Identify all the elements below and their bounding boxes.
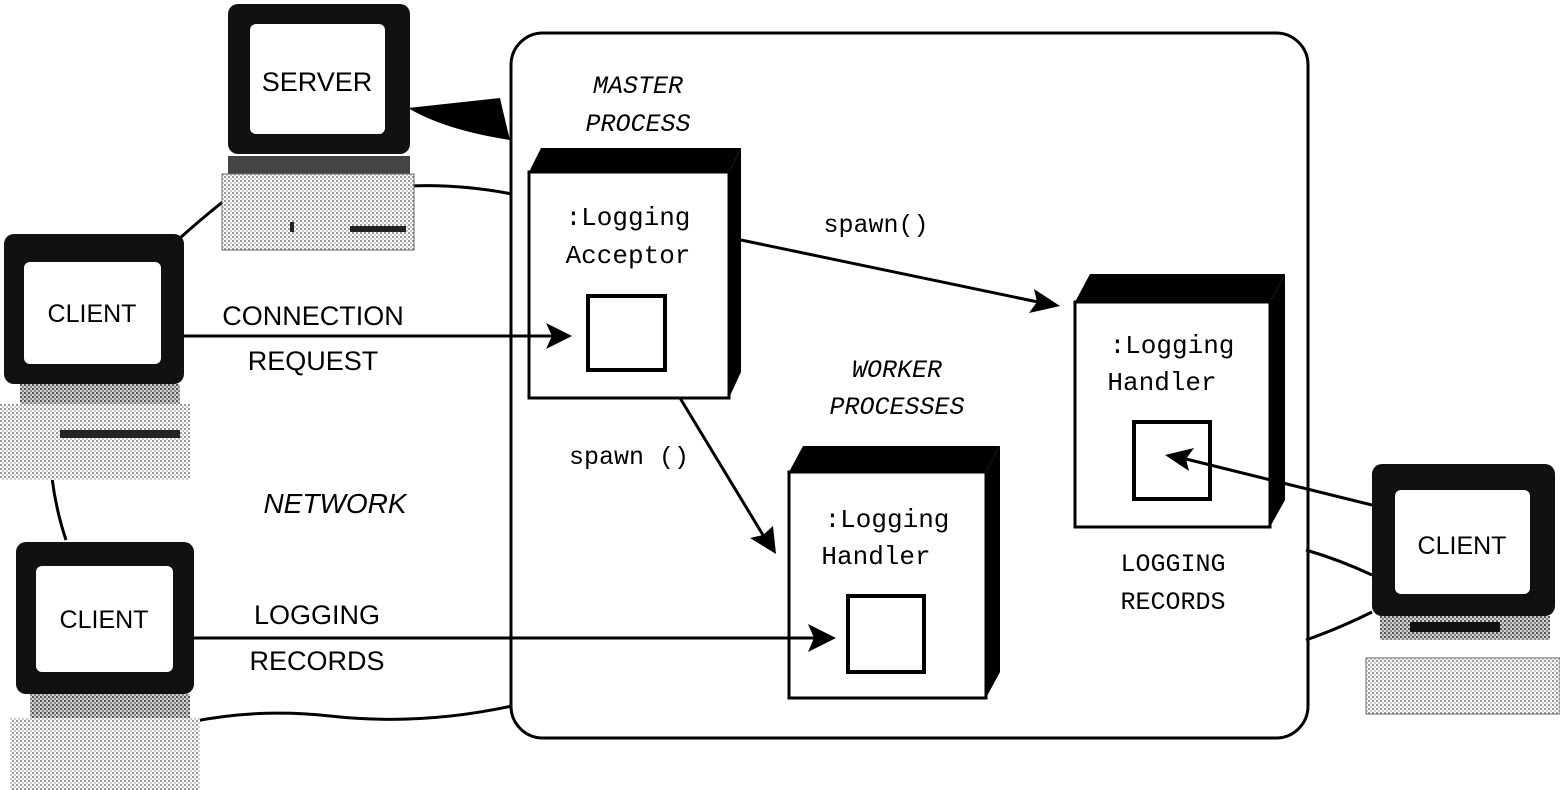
logging-records-right-label-line1: LOGGING — [1120, 550, 1225, 579]
logging-acceptor-box — [527, 148, 741, 400]
link-right-client-upper — [1305, 548, 1373, 577]
worker-handler-port — [846, 594, 926, 674]
network-label: NETWORK — [263, 488, 407, 519]
master-process-label-line2: PROCESS — [585, 110, 690, 139]
connection-request-label-line1: CONNECTION — [222, 301, 404, 331]
link-client-to-client — [50, 477, 68, 541]
link-server-to-process — [409, 184, 513, 196]
acceptor-name-line1: :Logging — [566, 203, 691, 233]
client-bottom-left-label: CLIENT — [60, 606, 149, 634]
worker-handler-name-line1: :Logging — [825, 505, 950, 535]
link-server-to-client — [178, 198, 226, 240]
master-process-label-line1: MASTER — [593, 72, 683, 101]
client-right-label: CLIENT — [1418, 532, 1507, 560]
connection-request-label-line2: REQUEST — [248, 346, 379, 376]
worker-handler-name-line2: Handler — [821, 542, 930, 572]
spawn-bottom-arrow — [678, 397, 765, 536]
link-bottom-curve — [189, 704, 513, 724]
server-callout — [408, 98, 510, 140]
worker-processes-label-line1: WORKER — [852, 356, 942, 385]
logging-records-right-arrow — [1185, 457, 1373, 507]
acceptor-port — [586, 294, 667, 372]
client-bottom-left-computer — [10, 542, 200, 790]
right-handler-port — [1132, 420, 1212, 501]
client-top-left-computer — [0, 234, 190, 480]
logging-records-left-label-line2: RECORDS — [249, 646, 384, 676]
logging-records-right-label-line2: RECORDS — [1120, 588, 1225, 617]
network-links — [50, 184, 1373, 724]
spawn-bottom-label: spawn () — [569, 443, 689, 472]
server-computer — [221, 4, 415, 251]
logging-records-left-label-line1: LOGGING — [254, 600, 380, 630]
server-label: SERVER — [262, 67, 373, 97]
client-top-left-label: CLIENT — [48, 300, 137, 328]
arrows — [184, 238, 1373, 652]
acceptor-name-line2: Acceptor — [566, 241, 691, 271]
link-right-client-lower — [1305, 610, 1373, 642]
right-handler-name-line2: Handler — [1107, 368, 1216, 398]
client-right-computer — [1365, 464, 1560, 715]
right-handler-box — [1073, 274, 1285, 529]
worker-processes-label-line2: PROCESSES — [829, 393, 964, 422]
process-container — [509, 31, 1310, 740]
worker-handler-box — [787, 446, 1000, 700]
right-handler-name-line1: :Logging — [1110, 331, 1235, 361]
spawn-top-label: spawn() — [823, 211, 928, 240]
spawn-top-arrow — [740, 238, 1039, 304]
